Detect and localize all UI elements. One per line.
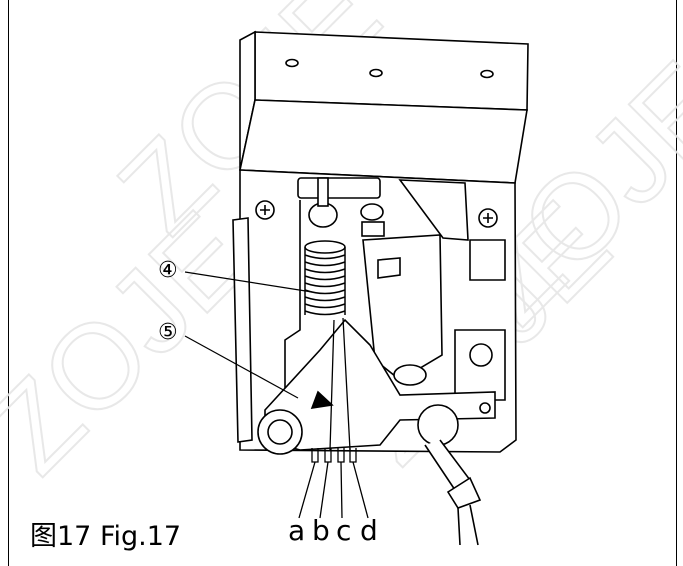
spring [304,240,346,316]
cable [417,404,482,546]
callout-5: ⑤ [158,320,178,345]
mounting-bracket [239,30,529,184]
callout-leaders [184,271,313,399]
label-b: b [312,514,330,547]
solenoid [362,179,469,386]
label-a: a [288,514,306,547]
figure-frame [8,0,677,566]
label-d: d [360,514,378,547]
screw [308,177,385,237]
notch-leaders [298,317,369,519]
figure-caption: 图17 Fig.17 [30,521,182,552]
label-c: c [336,514,352,547]
callout-4: ④ [158,258,178,283]
